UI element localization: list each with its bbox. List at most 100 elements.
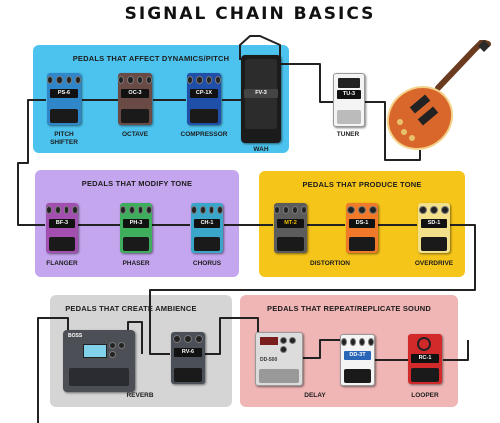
caption-octave: OCTAVE xyxy=(121,131,149,138)
caption-looper: LOOPER xyxy=(411,392,439,399)
pedal-sd1: SD-1 xyxy=(418,203,450,253)
knob xyxy=(280,346,287,353)
cable-gt-to-reverb xyxy=(127,321,143,354)
knob xyxy=(46,206,52,214)
knob xyxy=(120,206,126,214)
pedal-ph3: PH-3 xyxy=(120,203,152,253)
pedal-tu3: TU-3 xyxy=(333,73,365,127)
knob xyxy=(358,206,366,214)
pedal-ds1-label: DS-1 xyxy=(349,219,375,228)
cable-tuner-to-wah xyxy=(239,35,333,103)
pedal-ds1: DS-1 xyxy=(346,203,378,253)
pedal-bf3: BF-3 xyxy=(46,203,78,253)
pedal-ch1-label: CH-1 xyxy=(194,219,220,228)
knob xyxy=(173,335,181,343)
knob xyxy=(146,206,152,214)
knob xyxy=(63,206,70,214)
guitar-illustration xyxy=(386,40,491,151)
knob xyxy=(109,351,116,358)
panel-modify-title: PEDALS THAT MODIFY TONE xyxy=(81,179,193,188)
pedal-rv6-label: RV-6 xyxy=(174,348,202,357)
footswitch xyxy=(259,369,299,383)
cable-guitar-to-tuner xyxy=(362,101,421,161)
caption-tuner: TUNER xyxy=(336,131,360,138)
multi-effects-unit: BOSS xyxy=(63,330,135,392)
multi-effects-footswitches xyxy=(69,368,129,386)
multi-effects-knobs xyxy=(109,342,131,358)
footswitch xyxy=(411,368,439,382)
delay-unit-display xyxy=(260,337,278,345)
pedal-cp1x-label: CP-1X xyxy=(190,89,218,98)
footswitch xyxy=(421,237,447,251)
knob xyxy=(208,206,215,214)
knob xyxy=(191,206,197,214)
delay-unit-brand: DD-500 xyxy=(260,357,278,363)
knob xyxy=(347,206,355,214)
knob xyxy=(199,206,206,214)
pedal-mt2: MT-2 xyxy=(274,203,307,253)
knob xyxy=(128,206,135,214)
knob xyxy=(280,337,287,344)
caption-distortion: DISTORTION xyxy=(310,260,350,267)
knob xyxy=(369,206,377,214)
caption-phaser: PHASER xyxy=(122,260,150,267)
knob xyxy=(137,206,144,214)
patch-cables xyxy=(17,35,476,423)
cable-looper-out xyxy=(443,340,469,361)
cable-overdrive-to-reverb xyxy=(149,224,476,355)
footswitch xyxy=(190,109,218,123)
pedal-ph3-label: PH-3 xyxy=(123,219,149,228)
cable-reverb-to-delay-unit xyxy=(205,317,259,355)
looper-ring xyxy=(417,337,431,351)
knob xyxy=(301,206,307,214)
page-title: SIGNAL CHAIN BASICS xyxy=(124,4,376,24)
pedal-tu3-label: TU-3 xyxy=(337,90,361,99)
delay-unit-knobs xyxy=(280,337,298,353)
knob xyxy=(54,206,61,214)
knob xyxy=(214,76,221,84)
knob xyxy=(196,76,203,84)
cable-gt-out xyxy=(37,317,69,423)
footswitch xyxy=(121,109,149,123)
pedal-rv6: RV-6 xyxy=(171,332,205,384)
pedal-rc1: RC-1 xyxy=(408,334,442,384)
cable-delay-unit-to-dd3t xyxy=(300,339,340,359)
knob xyxy=(74,76,81,84)
knob xyxy=(145,76,152,84)
pedal-ps6-label: PS-6 xyxy=(50,89,78,98)
delay-unit: DD-500 xyxy=(255,332,303,386)
knob xyxy=(127,76,134,84)
knob xyxy=(109,342,116,349)
guitar-icon xyxy=(386,40,491,151)
caption-line: PITCH xyxy=(54,131,74,138)
knob xyxy=(341,338,347,346)
footswitch xyxy=(174,368,202,382)
knob xyxy=(72,206,78,214)
caption-pitch-shifter: PITCH SHIFTER xyxy=(37,131,91,147)
knob xyxy=(187,76,194,84)
caption-line: SHIFTER xyxy=(50,139,78,146)
caption-compressor: COMPRESSOR xyxy=(180,131,228,138)
knob xyxy=(441,206,449,214)
knob xyxy=(205,76,212,84)
footswitch xyxy=(49,237,75,251)
caption-flanger: FLANGER xyxy=(46,260,78,267)
knob xyxy=(283,206,289,214)
cable-pitch-to-flanger xyxy=(17,99,46,226)
pedal-bf3-label: BF-3 xyxy=(49,219,75,228)
knob xyxy=(289,337,296,344)
knob xyxy=(217,206,223,214)
knob xyxy=(65,76,72,84)
knob xyxy=(118,342,125,349)
knob xyxy=(368,338,374,346)
pedal-rc1-label: RC-1 xyxy=(411,354,439,363)
caption-overdrive: OVERDRIVE xyxy=(414,260,454,267)
pedal-mt2-label: MT-2 xyxy=(277,219,304,228)
pedal-fv3: FV-3 xyxy=(241,55,281,143)
footswitch xyxy=(277,237,304,251)
panel-produce-title: PEDALS THAT PRODUCE TONE xyxy=(302,180,422,189)
knob xyxy=(419,206,427,214)
caption-chorus: CHORUS xyxy=(192,260,222,267)
